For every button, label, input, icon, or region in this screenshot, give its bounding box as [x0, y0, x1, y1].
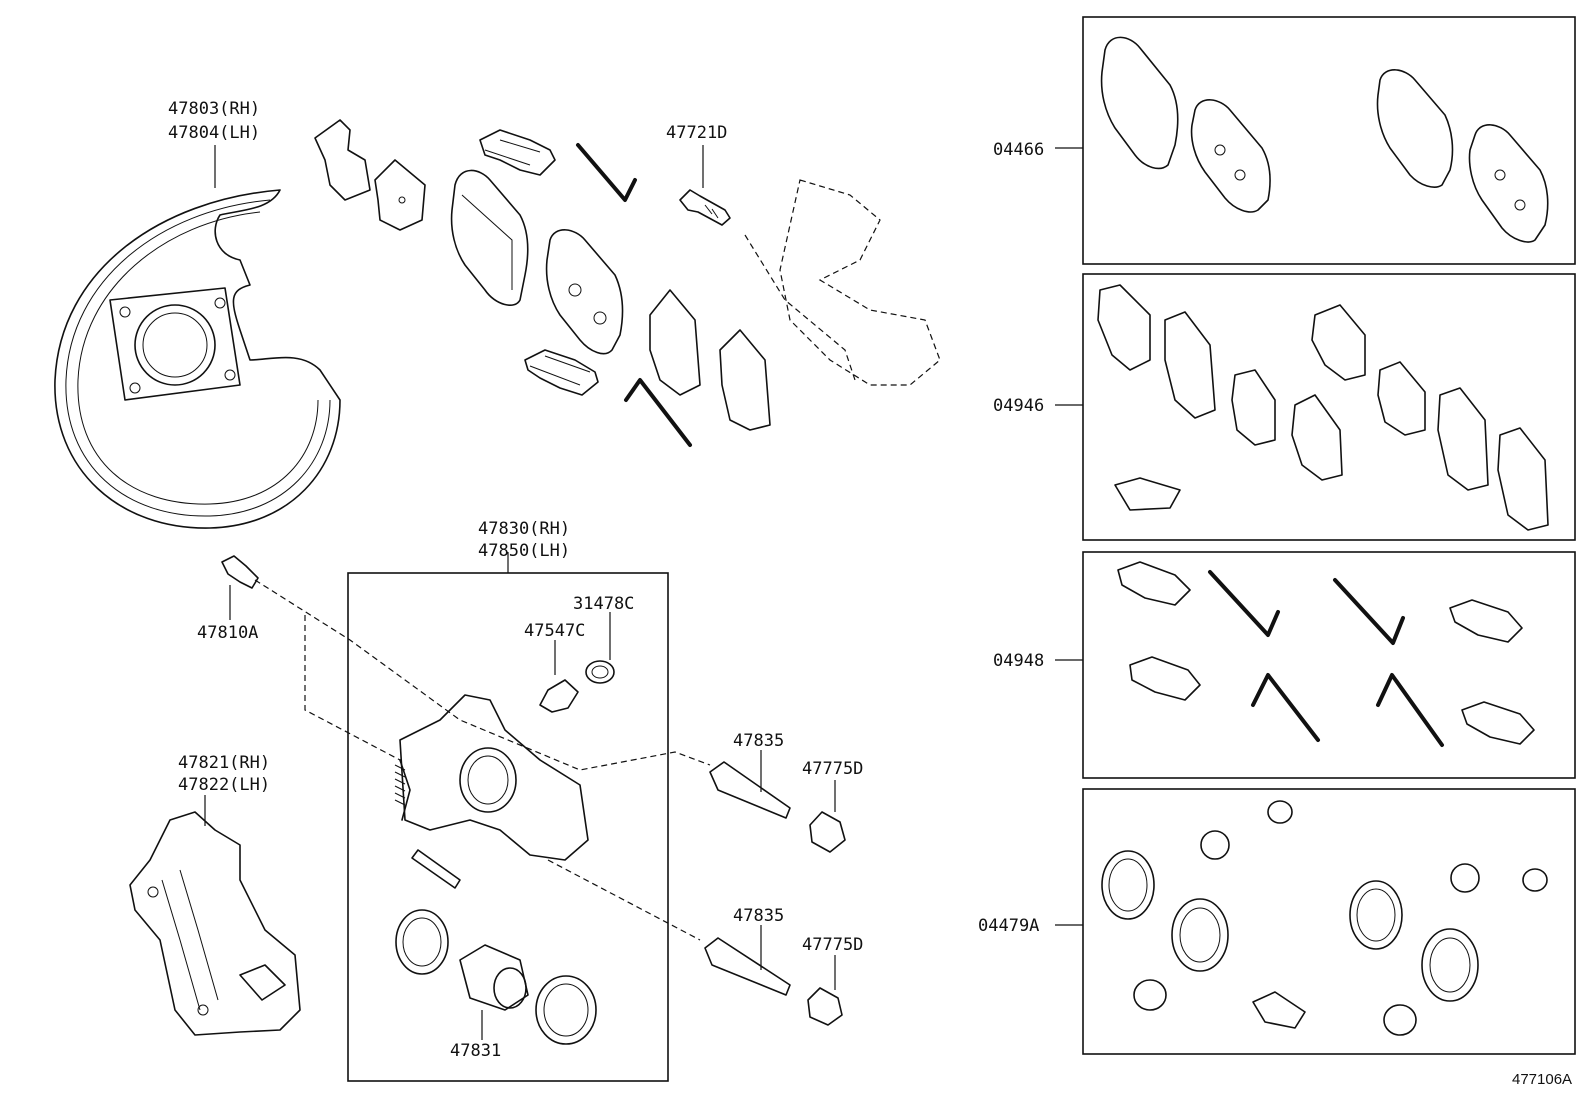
label-boot-lower: 47775D [802, 935, 863, 955]
union-bolt [221, 555, 259, 589]
cylinder-boot [535, 975, 597, 1045]
brake-pad-upper-pair [450, 169, 624, 355]
label-bleeder-plug: 47547C [524, 621, 585, 641]
mounting-ghost [744, 179, 941, 386]
piston-seal [395, 909, 449, 975]
boot-upper [809, 811, 846, 853]
bleeder-cap [585, 660, 615, 684]
kit-pads-box [1082, 16, 1576, 265]
label-caliper-lh: 47850(LH) [478, 541, 570, 561]
dust-shield [54, 189, 341, 529]
label-slide-pin-upper: 47835 [733, 731, 784, 751]
label-bleeder-cap: 31478C [573, 594, 634, 614]
label-caliper-rh: 47830(RH) [478, 519, 570, 539]
label-shield-lh: 47804(LH) [168, 123, 260, 143]
slide-pin-lower [704, 937, 791, 996]
label-union-bolt: 47810A [197, 623, 258, 643]
label-kit-fitting: 04948 [993, 651, 1044, 671]
bleeder-plug [539, 679, 579, 713]
label-piston: 47831 [450, 1041, 501, 1061]
kit-fitting-illustration [1117, 561, 1535, 747]
mounting-bracket [129, 811, 301, 1036]
anti-rattle-spring [576, 143, 692, 447]
label-kit-cylinder: 04479A [978, 916, 1039, 936]
kit-shims-box [1082, 273, 1576, 541]
slide-pin-upper [709, 761, 791, 819]
label-bolt-upper: 47721D [666, 123, 727, 143]
kit-pads-illustration [1100, 36, 1549, 243]
label-slide-pin-lower: 47835 [733, 906, 784, 926]
label-mounting-rh: 47821(RH) [178, 753, 270, 773]
pad-support-plate [479, 129, 599, 396]
label-mounting-lh: 47822(LH) [178, 775, 270, 795]
label-kit-shims: 04946 [993, 396, 1044, 416]
kit-shims-illustration [1097, 284, 1549, 531]
label-boot-upper: 47775D [802, 759, 863, 779]
kit-cylinder-illustration [1101, 800, 1548, 1036]
boot-lower [807, 987, 843, 1026]
label-shield-rh: 47803(RH) [168, 99, 260, 119]
kit-fitting-box [1082, 551, 1576, 779]
anti-squeal-shim-lower [649, 289, 771, 431]
anti-squeal-shim [314, 119, 426, 231]
kit-cylinder-box [1082, 788, 1576, 1055]
piston [459, 944, 529, 1011]
label-kit-pads: 04466 [993, 140, 1044, 160]
bolt-upper [679, 189, 731, 226]
caliper-assembly-box [347, 572, 669, 1082]
illustration-ref-number: 477106A [1512, 1071, 1572, 1088]
caliper-body [394, 694, 589, 889]
